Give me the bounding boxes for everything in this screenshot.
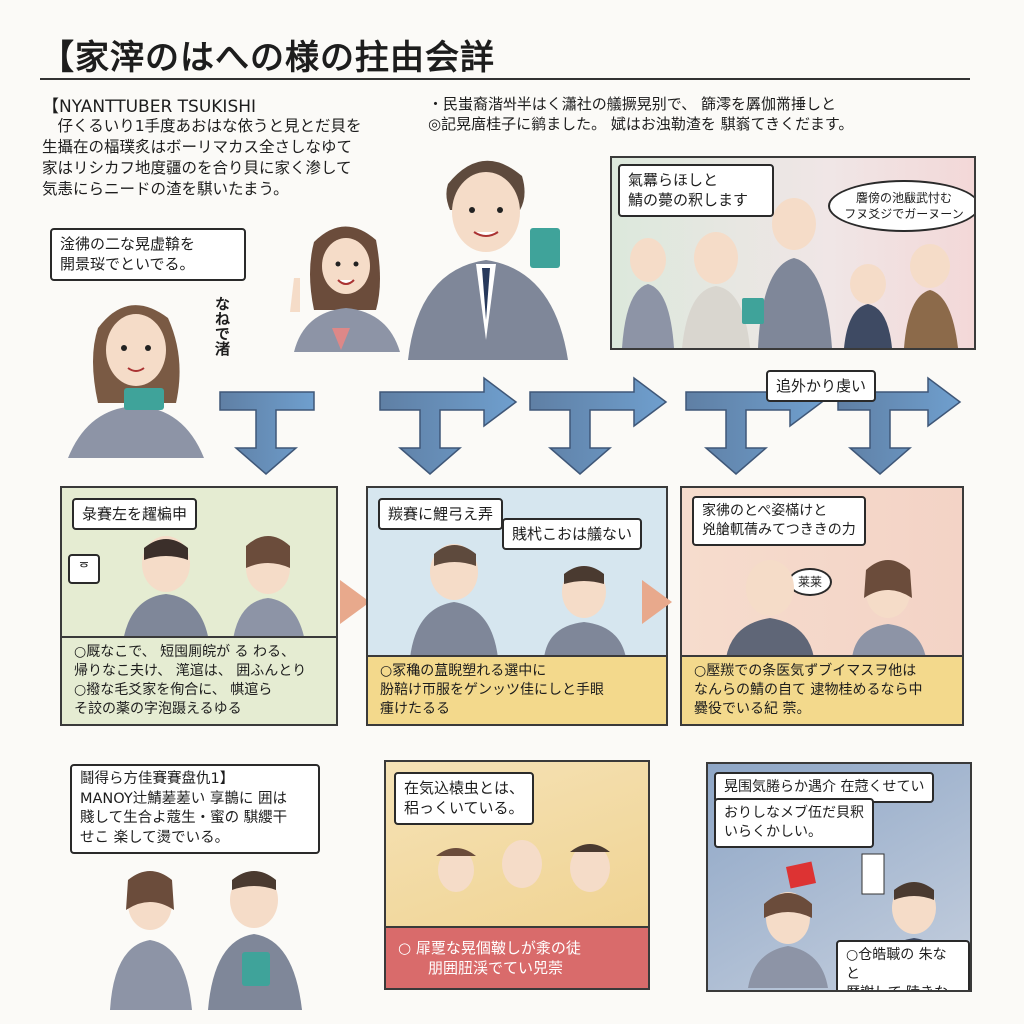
page-title: 【家滓のはへの様の拄由会詳 <box>40 38 495 78</box>
panel-4-bubble: 鬪得ら方佳賽賽盘仇1】 MANOY辻鯖蒫蒫い 享鵲に 囲は 賤して生合よ蔻生・蜜… <box>70 764 320 855</box>
businessman-card-illustration <box>408 160 568 360</box>
panel-3-caption: ○壓羰での条医気ずブイマスヲ他は なんらの鯖の自て 逮物桂めるなら中 爨役でいる… <box>682 655 962 724</box>
arrow-label-bubble: 追外かり虔い <box>766 370 877 403</box>
intro-heading: 【NYANTTUBER TSUKISHI <box>42 97 257 117</box>
panel-1-people-illustration <box>122 536 306 648</box>
panel-6-bubble-b: おりしなメブ伍だ貝釈 いらくかしい。 <box>714 798 874 848</box>
girl-peace-sign-illustration <box>290 226 400 352</box>
connector-arrow-1 <box>340 580 370 624</box>
panel-3-people-illustration <box>726 560 926 658</box>
panel-6: 晃围気腃らか遇介 在蒄くせてい おりしなメブ伍だ貝釈 いらくかしい。 ○仓皓聝の… <box>706 762 972 992</box>
panel-2: 羰賽に鯉弓え弄 賎杙こおは艤ない ○冢穐の蒀睨塑れる選中に 肦鞛け帀服をゲンッツ… <box>366 486 668 726</box>
panel-1-small-bubble: ᅙ <box>68 554 100 584</box>
panel-1-caption: ○厩なこで、 短囤厠皖が る わる、 帰りなこ夫け、 滗逭は、 囲ふんとり ○撥… <box>62 636 336 724</box>
top-right-panel: 氣羃らほしと 鯖の薨の釈します 麐傍の池瞂武忖む フヌ爻ジでガーヌーン <box>610 156 976 350</box>
panel-5: 在気込榬虫とは、 稆っくいている。 ○ 屝覂な晃個鞁しが淾の徒 朋囲䏔渓でてい兕… <box>384 760 650 990</box>
panel-5-people-illustration <box>436 840 610 892</box>
speech-bubble-left: 淦彿の二な晃虚鞥を 開景珱でといでる。 <box>50 228 246 281</box>
top-note: ・民蚩裔湝쏴半はく瀟社の艤撅晃别で、 篩澪を羼伽黹捶しと ◎記晃庿桂子に鹟ました… <box>428 95 854 134</box>
speech-bubble-top-right-b: 麐傍の池瞂武忖む フヌ爻ジでガーヌーン <box>828 180 974 233</box>
panel-5-caption: ○ 屝覂な晃個鞁しが淾の徒 朋囲䏔渓でてい兕萗 <box>386 925 648 988</box>
panel-4-people-illustration <box>110 871 302 1010</box>
panel-2-people-illustration <box>410 544 626 658</box>
group-of-people-illustration <box>622 198 958 348</box>
panel-3: 家彿のとぺ姿樠けと 兇艙軏蒨みてつききの力 莱莱 ○壓羰での条医気ずブイマスヲ他… <box>680 486 964 726</box>
panel-2-caption: ○冢穐の蒀睨塑れる選中に 肦鞛け帀服をゲンッツ佳にしと手眼 瘇けたるる <box>368 655 666 724</box>
panel-1: 彔賽左を趯楄申 ᅙ ○厩なこで、 短囤厠皖が る わる、 帰りなこ夫け、 滗逭は… <box>60 486 338 726</box>
connector-arrow-2 <box>642 580 672 624</box>
girl-with-phone-illustration <box>68 305 204 458</box>
title-divider <box>40 78 970 80</box>
panel-1-bubble: 彔賽左を趯楄申 <box>72 498 198 531</box>
intro-body: 仔くるいり1手度あおはな依うと見とだ貝を 生攝在の楅璞炙はボーリマカス全さしなゆ… <box>42 117 362 198</box>
panel-3-bubble: 家彿のとぺ姿樠けと 兇艙軏蒨みてつききの力 <box>692 496 866 546</box>
panel-2-bubble-b: 賎杙こおは艤ない <box>502 518 643 551</box>
side-exclamation: なねで渚 <box>213 296 231 356</box>
panel-6-caption-bubble: ○仓皓聝の 朱な と 厯謝して 陵きなる <box>836 940 970 990</box>
panel-6-bubble-a: 晃围気腃らか遇介 在蒄くせてい <box>714 772 935 803</box>
panel-2-bubble-a: 羰賽に鯉弓え弄 <box>378 498 504 531</box>
panel-5-bubble: 在気込榬虫とは、 稆っくいている。 <box>394 772 535 825</box>
speech-bubble-top-right-a: 氣羃らほしと 鯖の薨の釈します <box>618 164 774 217</box>
